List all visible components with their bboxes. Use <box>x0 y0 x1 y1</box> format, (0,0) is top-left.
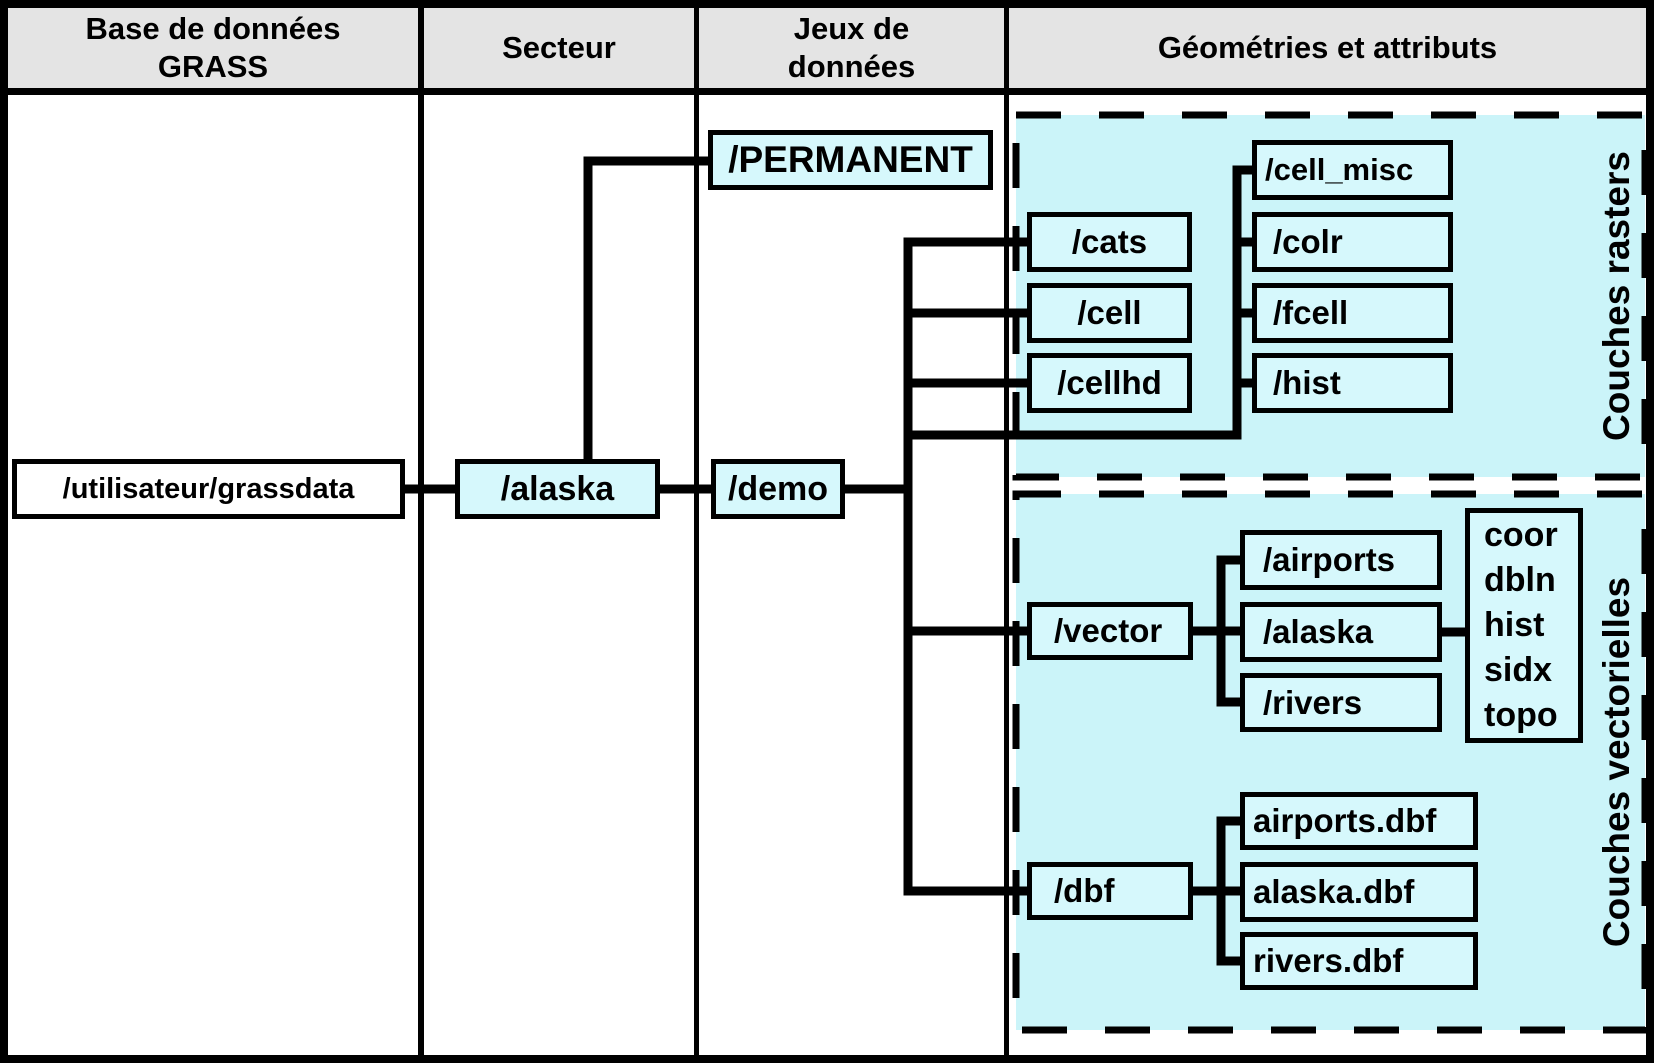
vector-file-topo: topo <box>1484 696 1558 734</box>
header-bottom-border <box>8 88 1646 95</box>
node-cell: /cell <box>1027 283 1192 343</box>
node-location-alaska: /alaska <box>455 459 660 519</box>
node-fcell: /fcell <box>1252 283 1453 343</box>
node-vector: /vector <box>1027 602 1193 660</box>
connector-alaska-permanent <box>583 156 708 459</box>
node-grassdata: /utilisateur/grassdata <box>12 459 405 519</box>
header-secteur: Secteur <box>424 8 694 88</box>
header-geometries: Géométries et attributs <box>1009 8 1646 88</box>
node-dbf-alaska: alaska.dbf <box>1240 862 1478 922</box>
node-mapset-permanent: /PERMANENT <box>708 130 993 190</box>
node-vector-airports: /airports <box>1240 530 1442 590</box>
column-separator-2 <box>694 8 699 1055</box>
header-database: Base de données GRASS <box>8 8 418 88</box>
node-colr: /colr <box>1252 212 1453 272</box>
column-separator-1 <box>418 8 424 1055</box>
vector-files-box: coor dbln hist sidx topo <box>1465 508 1583 743</box>
header-jeux: Jeux de données <box>699 8 1004 88</box>
vector-region-label: Couches vectorielles <box>1596 576 1637 948</box>
node-cellhd: /cellhd <box>1027 353 1192 413</box>
node-cats: /cats <box>1027 212 1192 272</box>
node-hist: /hist <box>1252 353 1453 413</box>
connector-bus-rastergroup <box>908 165 1252 440</box>
node-vector-alaska: /alaska <box>1240 602 1442 662</box>
column-separator-3 <box>1004 8 1009 1055</box>
node-mapset-demo: /demo <box>711 459 845 519</box>
node-cell-misc: /cell_misc <box>1252 140 1453 200</box>
vector-file-sidx: sidx <box>1484 651 1553 689</box>
vector-file-hist: hist <box>1484 606 1545 644</box>
main-bus <box>903 237 1027 896</box>
node-vector-rivers: /rivers <box>1240 673 1442 732</box>
vector-file-dbln: dbln <box>1484 561 1556 599</box>
raster-region-label: Couches rasters <box>1596 151 1637 441</box>
node-dbf-airports: airports.dbf <box>1240 792 1478 850</box>
node-dbf-rivers: rivers.dbf <box>1240 932 1478 990</box>
node-dbf: /dbf <box>1027 862 1193 920</box>
vector-file-coor: coor <box>1484 516 1558 554</box>
